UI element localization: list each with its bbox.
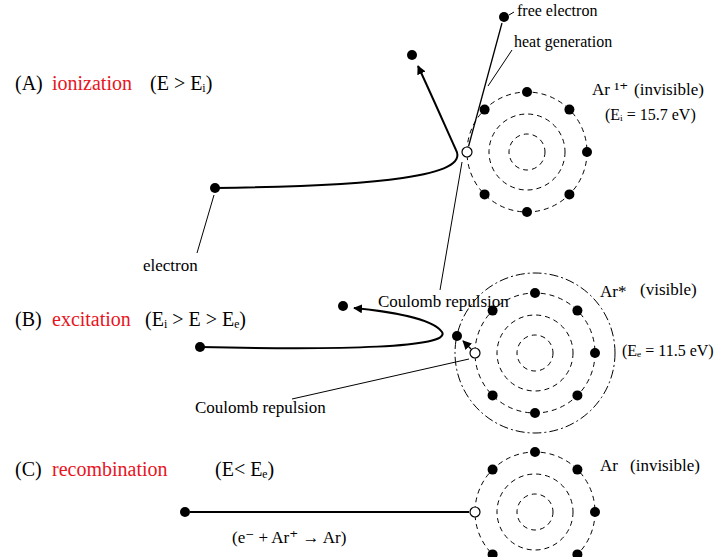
part-label: Coulomb repulsion — [378, 292, 509, 312]
process-name: ionization — [52, 72, 132, 95]
process-name: excitation — [52, 308, 131, 331]
energy-value: (Eₑ = 11.5 eV) — [622, 342, 714, 360]
visibility-note: (visible) — [640, 280, 697, 300]
part-label: heat generation — [514, 33, 612, 51]
section-letter: (B) — [15, 308, 42, 331]
energy-condition: (E< Eₑ) — [215, 458, 274, 481]
atom-label: Ar* — [600, 282, 626, 302]
part-label: Coulomb repulsion — [195, 398, 326, 418]
energy-condition: (Eᵢ > E > Eₑ) — [145, 308, 246, 331]
process-name: recombination — [52, 458, 168, 481]
energy-value: (Eᵢ = 15.7 eV) — [605, 106, 696, 124]
part-label: electron — [143, 256, 198, 276]
section-letter: (C) — [15, 458, 42, 481]
reaction-equation: (e⁻ + Ar⁺ → Ar) — [232, 528, 346, 548]
section-letter: (A) — [15, 72, 43, 95]
ion-label: Ar ¹⁺ — [592, 80, 628, 100]
atom-label: Ar — [600, 456, 618, 476]
visibility-note: (invisible) — [634, 80, 704, 100]
energy-condition: (E > Eᵢ) — [150, 72, 212, 95]
visibility-note: (invisible) — [630, 456, 700, 476]
part-label: free electron — [517, 2, 597, 20]
